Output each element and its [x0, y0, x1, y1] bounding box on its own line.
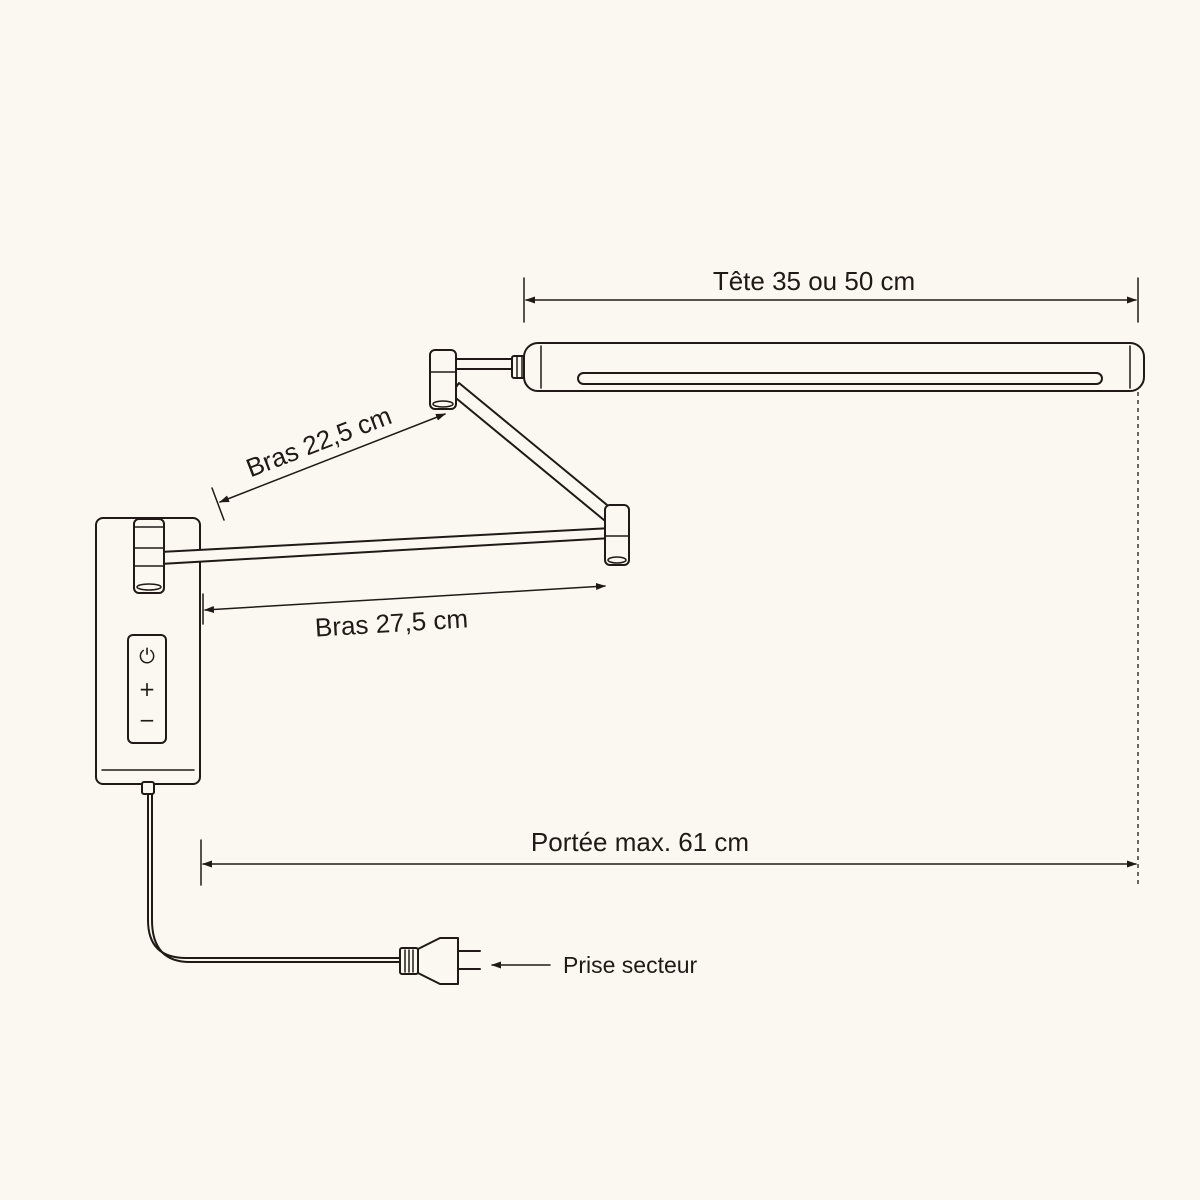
control-panel [127, 634, 167, 744]
power-button-icon[interactable]: ⏻ [139, 644, 155, 668]
power-plug [399, 937, 481, 985]
base-pivot-joint [133, 518, 165, 594]
lower-arm [159, 527, 613, 565]
top-joint [429, 349, 457, 410]
label-head-length: Tête 35 ou 50 cm [713, 266, 915, 296]
dimension-max-reach [200, 392, 1139, 886]
light-slot [577, 372, 1103, 385]
plus-button-icon[interactable]: + [139, 677, 156, 701]
label-max-reach: Portée max. 61 cm [531, 827, 749, 857]
power-cable [141, 781, 401, 963]
label-lower-arm-length: Bras 27,5 cm [314, 603, 469, 642]
dimension-lower-arm [202, 583, 606, 625]
upper-arm [450, 382, 619, 526]
dimension-upper-arm [211, 413, 446, 521]
label-plug: Prise secteur [563, 952, 698, 978]
dimension-head [523, 277, 1139, 323]
head-connector-rod [454, 355, 529, 379]
elbow-joint [604, 504, 630, 566]
minus-button-icon[interactable]: − [139, 708, 156, 732]
